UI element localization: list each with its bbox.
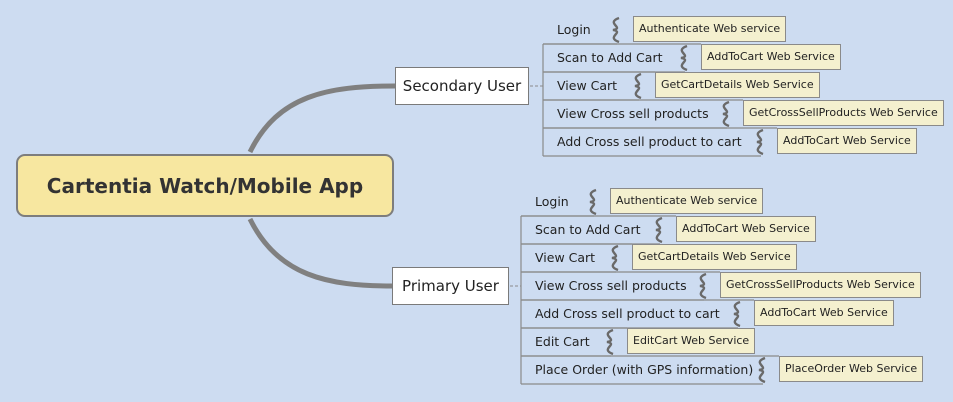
primary-task-label[interactable]: Edit Cart <box>535 334 590 349</box>
primary-service-note[interactable]: PlaceOrder Web Service <box>779 356 924 382</box>
secondary-task-label[interactable]: Add Cross sell product to cart <box>557 134 742 149</box>
secondary-task-label[interactable]: Login <box>557 22 591 37</box>
secondary-service-note[interactable]: AddToCart Web Service <box>777 128 917 154</box>
primary-service-note[interactable]: AddToCart Web Service <box>754 300 894 326</box>
secondary-callout-brace <box>756 128 764 156</box>
primary-callout-brace <box>733 300 741 328</box>
branch-primary <box>247 217 393 289</box>
primary-callout-brace <box>655 216 663 244</box>
secondary-task-label[interactable]: View Cart <box>557 78 618 93</box>
primary-callout-brace <box>606 328 614 356</box>
primary-service-note[interactable]: GetCrossSellProducts Web Service <box>720 272 921 298</box>
primary-service-note[interactable]: GetCartDetails Web Service <box>632 244 797 270</box>
primary-task-label[interactable]: Add Cross sell product to cart <box>535 306 720 321</box>
secondary-task-label[interactable]: Scan to Add Cart <box>557 50 663 65</box>
secondary-user-node[interactable]: Secondary User <box>395 67 529 105</box>
primary-callout-brace <box>699 272 707 300</box>
secondary-task-label[interactable]: View Cross sell products <box>557 106 709 121</box>
primary-task-label[interactable]: Place Order (with GPS information) <box>535 362 754 377</box>
primary-callout-brace <box>758 356 766 384</box>
primary-service-note[interactable]: Authenticate Web service <box>610 188 764 214</box>
central-topic[interactable]: Cartentia Watch/Mobile App <box>16 154 394 217</box>
secondary-callout-brace <box>634 72 642 100</box>
secondary-service-note[interactable]: GetCrossSellProducts Web Service <box>743 100 944 126</box>
primary-callout-brace <box>611 244 619 272</box>
branch-secondary <box>247 83 396 154</box>
primary-task-label[interactable]: Scan to Add Cart <box>535 222 641 237</box>
secondary-callout-brace <box>612 16 620 44</box>
secondary-callout-brace <box>722 100 730 128</box>
primary-task-label[interactable]: View Cart <box>535 250 596 265</box>
primary-callout-brace <box>589 188 597 216</box>
primary-task-label[interactable]: View Cross sell products <box>535 278 687 293</box>
primary-task-label[interactable]: Login <box>535 194 569 209</box>
secondary-service-note[interactable]: Authenticate Web service <box>633 16 787 42</box>
primary-service-note[interactable]: EditCart Web Service <box>627 328 756 354</box>
secondary-service-note[interactable]: GetCartDetails Web Service <box>655 72 820 98</box>
secondary-callout-brace <box>680 44 688 72</box>
primary-service-note[interactable]: AddToCart Web Service <box>676 216 816 242</box>
primary-user-node[interactable]: Primary User <box>392 267 509 305</box>
secondary-service-note[interactable]: AddToCart Web Service <box>701 44 841 70</box>
